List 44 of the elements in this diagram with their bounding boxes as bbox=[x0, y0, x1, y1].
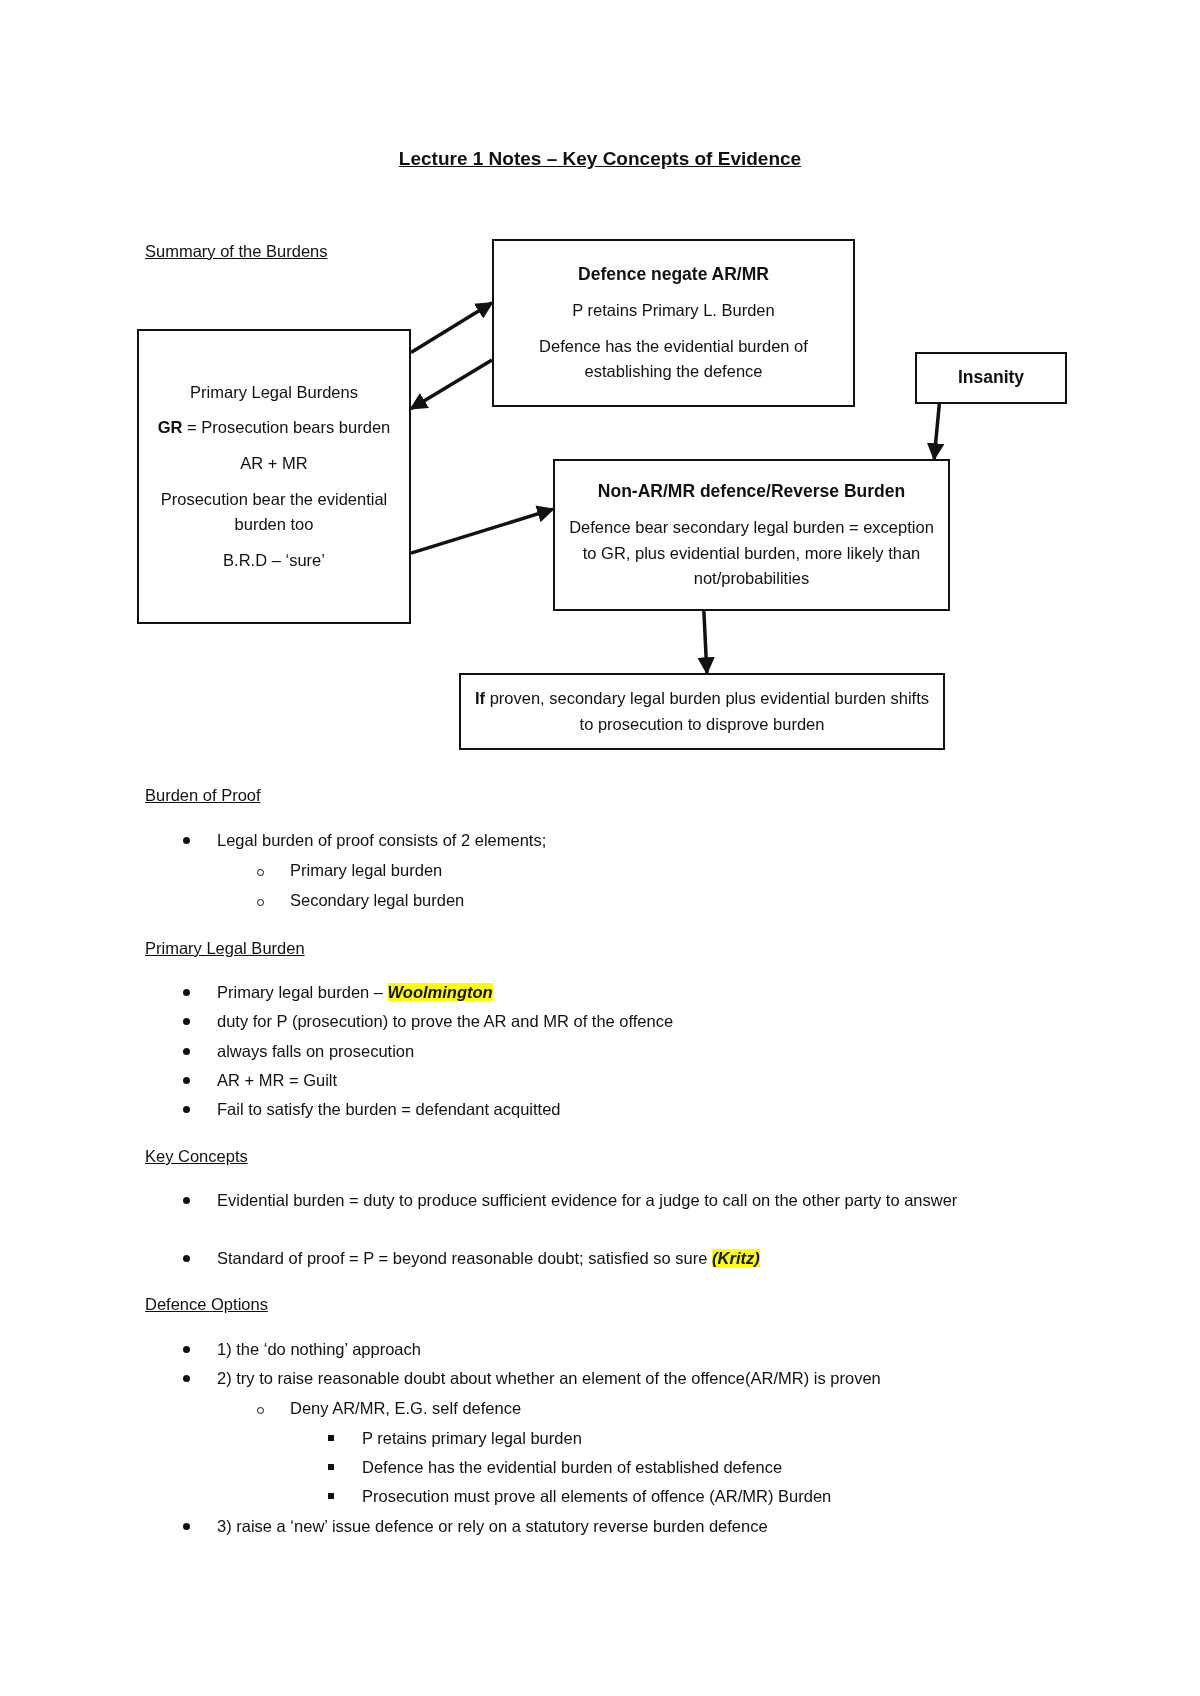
list-item: 3) raise a ‘new’ issue defence or rely on a statutory reverse burden defence bbox=[217, 1516, 769, 1537]
page-title: Lecture 1 Notes – Key Concepts of Evidence bbox=[397, 147, 803, 171]
list-item: Evidential burden = duty to produce sufficient evidence for a judge to call on the other party to answer bbox=[217, 1190, 959, 1211]
arrow bbox=[410, 505, 555, 555]
arrow bbox=[697, 610, 715, 675]
list-item: Deny AR/MR, E.G. self defence bbox=[290, 1398, 523, 1419]
box-text: Defence has the evidential burden of establishing the defence bbox=[538, 335, 809, 383]
box-text: Prosecution bear the evidential burden too bbox=[159, 488, 389, 536]
section-heading: Summary of the Burdens bbox=[145, 241, 328, 262]
box-text: If proven, secondary legal burden plus evidential burden shifts to prosecution to disprove burden bbox=[473, 687, 930, 735]
list-item: Secondary legal burden bbox=[290, 890, 466, 911]
text-box bbox=[915, 352, 1067, 404]
list-item: always falls on prosecution bbox=[217, 1041, 416, 1062]
text-box bbox=[137, 329, 411, 624]
box-heading: Defence negate AR/MR bbox=[578, 263, 769, 287]
section-heading: Primary Legal Burden bbox=[145, 938, 305, 959]
list-item: Prosecution must prove all elements of offence (AR/MR) Burden bbox=[362, 1486, 833, 1507]
section-heading: Burden of Proof bbox=[145, 785, 261, 806]
text-box bbox=[553, 459, 950, 611]
list-item: Legal burden of proof consists of 2 elements; bbox=[217, 830, 548, 851]
box-text: P retains Primary L. Burden bbox=[572, 300, 775, 322]
section-heading: Key Concepts bbox=[145, 1146, 248, 1167]
box-text: AR + MR bbox=[240, 452, 308, 474]
box-text: Defence bear secondary legal burden = exception to GR, plus evidential burden, more likely than not/probabilities bbox=[568, 517, 935, 590]
box-heading: Non-AR/MR defence/Reverse Burden bbox=[597, 480, 906, 504]
list-item: 2) try to raise reasonable doubt about whether an element of the offence(AR/MR) is proven bbox=[217, 1368, 882, 1389]
arrow bbox=[926, 403, 945, 461]
box-text: GR = Prosecution bears burden bbox=[157, 417, 391, 439]
list-item: Fail to satisfy the burden = defendant acquitted bbox=[217, 1099, 562, 1120]
list-item: duty for P (prosecution) to prove the AR and MR of the offence bbox=[217, 1011, 675, 1032]
text-box bbox=[492, 239, 855, 407]
text-box bbox=[459, 673, 945, 750]
box-heading: Insanity bbox=[957, 366, 1025, 390]
list-item: 1) the ‘do nothing’ approach bbox=[217, 1339, 422, 1360]
arrow bbox=[410, 301, 494, 355]
list-item: Primary legal burden bbox=[290, 860, 444, 881]
box-text: Primary Legal Burdens bbox=[190, 381, 358, 403]
box-text: B.R.D – ‘sure’ bbox=[223, 549, 325, 571]
list-item: P retains primary legal burden bbox=[362, 1428, 583, 1449]
list-item: Defence has the evidential burden of established defence bbox=[362, 1457, 784, 1478]
list-item: Primary legal burden – Woolmington bbox=[217, 982, 494, 1003]
list-item: Standard of proof = P = beyond reasonable doubt; satisfied so sure (Kritz) bbox=[217, 1248, 761, 1269]
list-item: AR + MR = Guilt bbox=[217, 1070, 339, 1091]
section-heading: Defence Options bbox=[145, 1294, 268, 1315]
